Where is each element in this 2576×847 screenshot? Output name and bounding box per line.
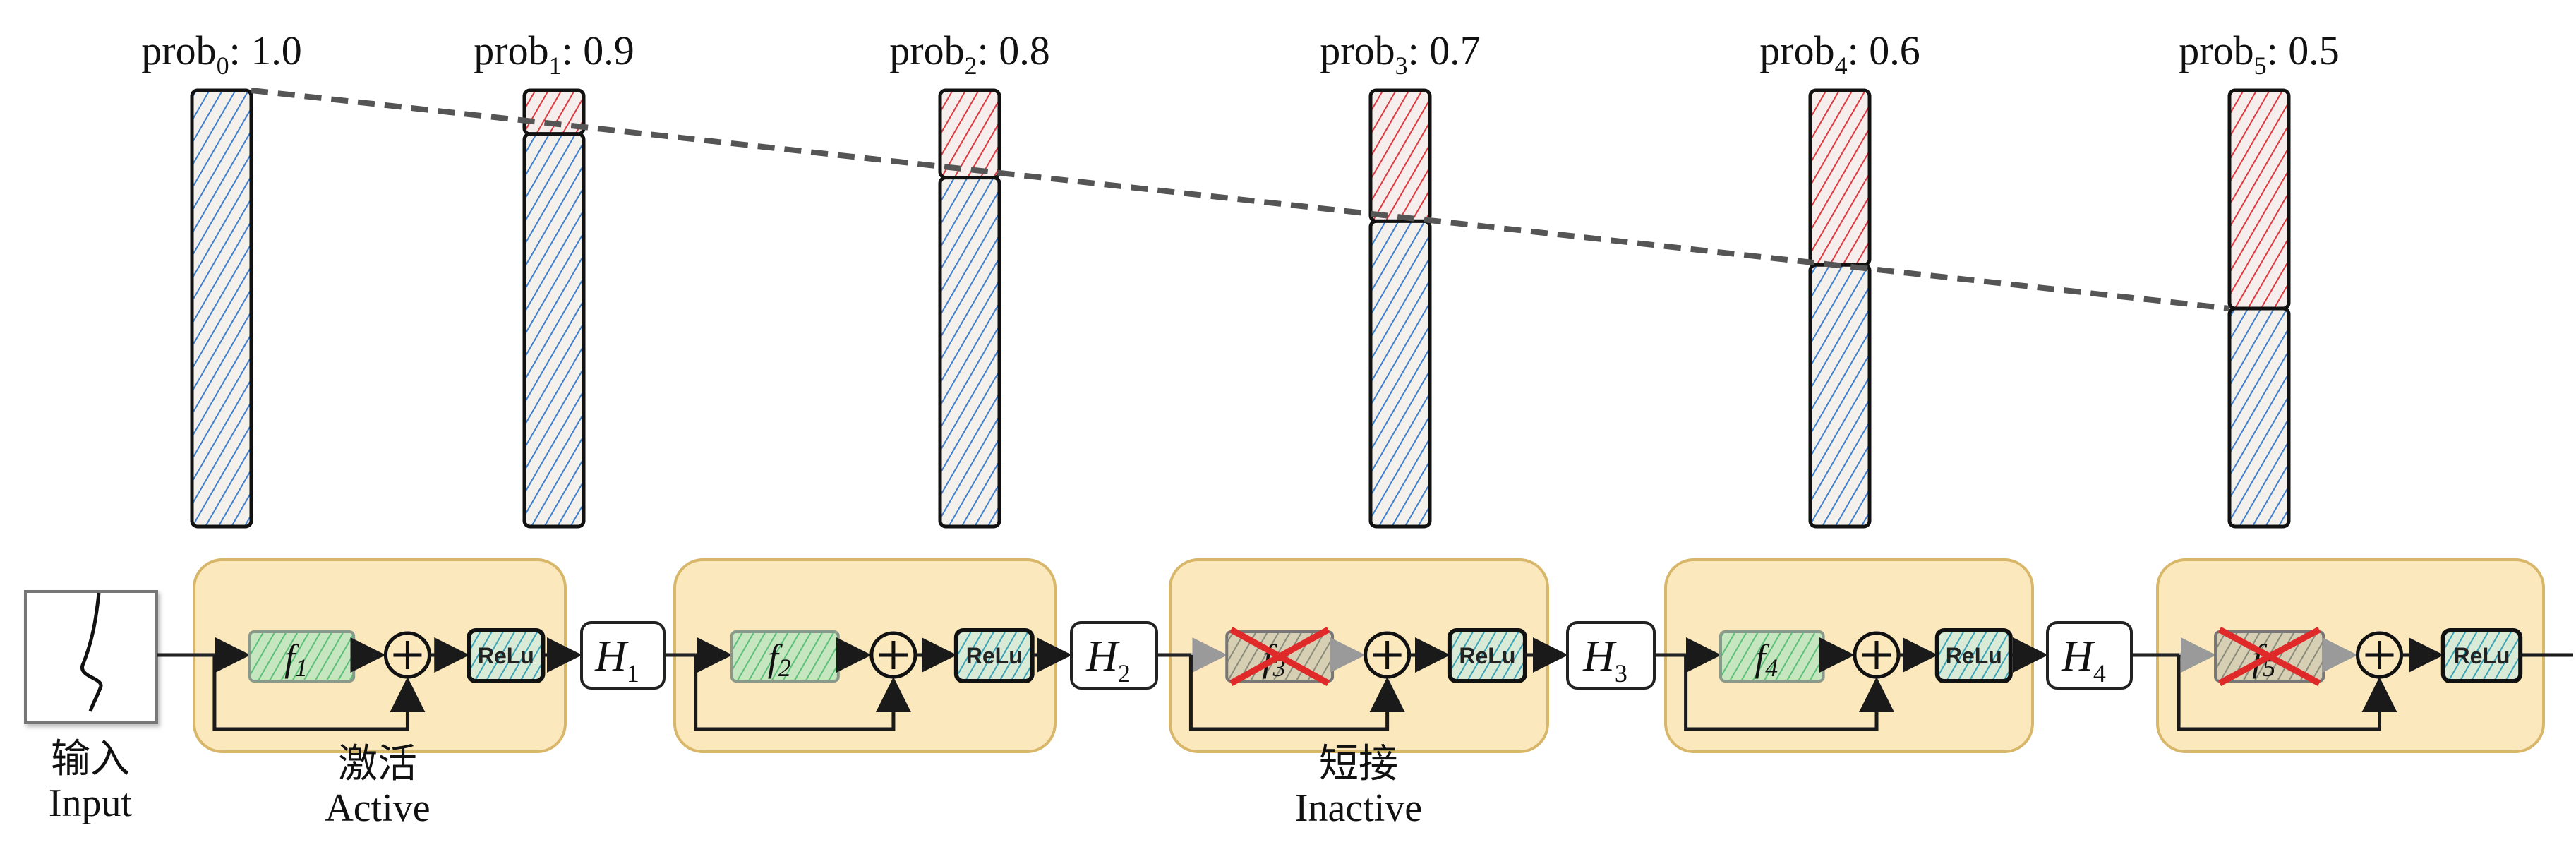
bar-survive-segment [1368, 219, 1432, 529]
disabled-cross-icon [1229, 627, 1330, 686]
inactive-caption: 短接 Inactive [1295, 743, 1422, 830]
prob-label: prob1: 0.9 [474, 27, 634, 80]
function-subscript: 4 [1765, 654, 1778, 682]
prob-label-value: : 0.8 [977, 28, 1050, 73]
prob-label-value: : 0.5 [2266, 28, 2340, 73]
input-caption-en: Input [48, 781, 133, 825]
bar-drop-segment [2227, 88, 2291, 311]
bar-drop-segment [1368, 88, 1432, 223]
prob-label-subscript: 1 [548, 52, 562, 80]
prob-label-subscript: 0 [216, 52, 229, 80]
prob-label-value: : 1.0 [229, 28, 302, 73]
relu-label: ReLu [1459, 643, 1515, 668]
skip-connection [694, 655, 911, 731]
bar-prob5 [2227, 88, 2291, 529]
skip-connection [1684, 655, 1894, 731]
prob-label-base: prob [474, 28, 549, 73]
active-caption: 激活 Active [325, 743, 430, 830]
prob-label: prob4: 0.6 [1759, 27, 1920, 80]
prob-label-base: prob [1320, 28, 1395, 73]
trend-line-layer [251, 88, 2230, 311]
prob-label-value: : 0.6 [1847, 28, 1920, 73]
active-caption-cn: 激活 [338, 743, 417, 786]
hidden-state-subscript: 4 [2093, 659, 2106, 687]
bar-survive-segment [2227, 306, 2291, 529]
disabled-cross-icon [2217, 627, 2321, 686]
prob-label-base: prob [2179, 28, 2254, 73]
inactive-caption-en: Inactive [1294, 786, 1423, 830]
hidden-state-label: H2 [1085, 632, 1131, 687]
inactive-caption-cn: 短接 [1319, 743, 1398, 786]
relu-label: ReLu [478, 643, 534, 668]
prob-label-subscript: 3 [1395, 52, 1408, 80]
skip-connection [212, 655, 426, 731]
relu-label: ReLu [1946, 643, 2002, 668]
probability-bars [190, 88, 2291, 529]
skip-connection [1188, 655, 1405, 731]
prob-label: prob5: 0.5 [2179, 27, 2339, 80]
hidden-state-subscript: 3 [1615, 659, 1627, 687]
bar-survive-segment [190, 88, 253, 529]
bar-survive-segment [1808, 263, 1872, 529]
input-frame [24, 590, 158, 724]
handwritten-stroke-icon [80, 592, 103, 712]
bar-prob1 [522, 88, 586, 529]
active-caption-en: Active [325, 786, 431, 830]
prob-label: prob3: 0.7 [1320, 27, 1480, 80]
function-subscript: 2 [778, 654, 791, 682]
bar-prob4 [1808, 88, 1872, 529]
input-image [24, 590, 158, 724]
prob-label-value: : 0.9 [561, 28, 634, 73]
skip-connection [2177, 655, 2397, 731]
prob-label-base: prob [141, 28, 217, 73]
input-caption-cn: 输入 [51, 738, 130, 781]
bar-drop-segment [1808, 88, 1872, 267]
bar-survive-segment [522, 132, 586, 529]
hidden-state-subscript: 2 [1118, 659, 1131, 687]
hidden-state-1: H1 [580, 621, 682, 690]
hidden-state-3: H3 [1566, 621, 1673, 690]
function-subscript: 1 [295, 654, 308, 682]
hidden-state-subscript: 1 [627, 659, 639, 687]
prob-label-base: prob [889, 28, 965, 73]
hidden-state-2: H2 [1070, 621, 1177, 690]
relu-label: ReLu [966, 643, 1023, 668]
prob-label-subscript: 4 [1834, 52, 1848, 80]
bar-prob0 [190, 88, 253, 529]
prob-label-subscript: 5 [2253, 52, 2267, 80]
bar-prob3 [1368, 88, 1432, 529]
trend-line [251, 88, 2230, 311]
prob-label-value: : 0.7 [1407, 28, 1481, 73]
prob-label: prob0: 1.0 [141, 27, 301, 80]
bar-survive-segment [938, 176, 1001, 529]
bar-prob2 [938, 88, 1001, 529]
hidden-state-label: H3 [1582, 632, 1627, 687]
prob-label: prob2: 0.8 [889, 27, 1049, 80]
hidden-state-4: H4 [2046, 621, 2165, 690]
prob-label-subscript: 2 [964, 52, 977, 80]
prob-label-base: prob [1759, 28, 1835, 73]
relu-label: ReLu [2453, 643, 2510, 668]
input-caption: 输入 Input [49, 738, 132, 825]
